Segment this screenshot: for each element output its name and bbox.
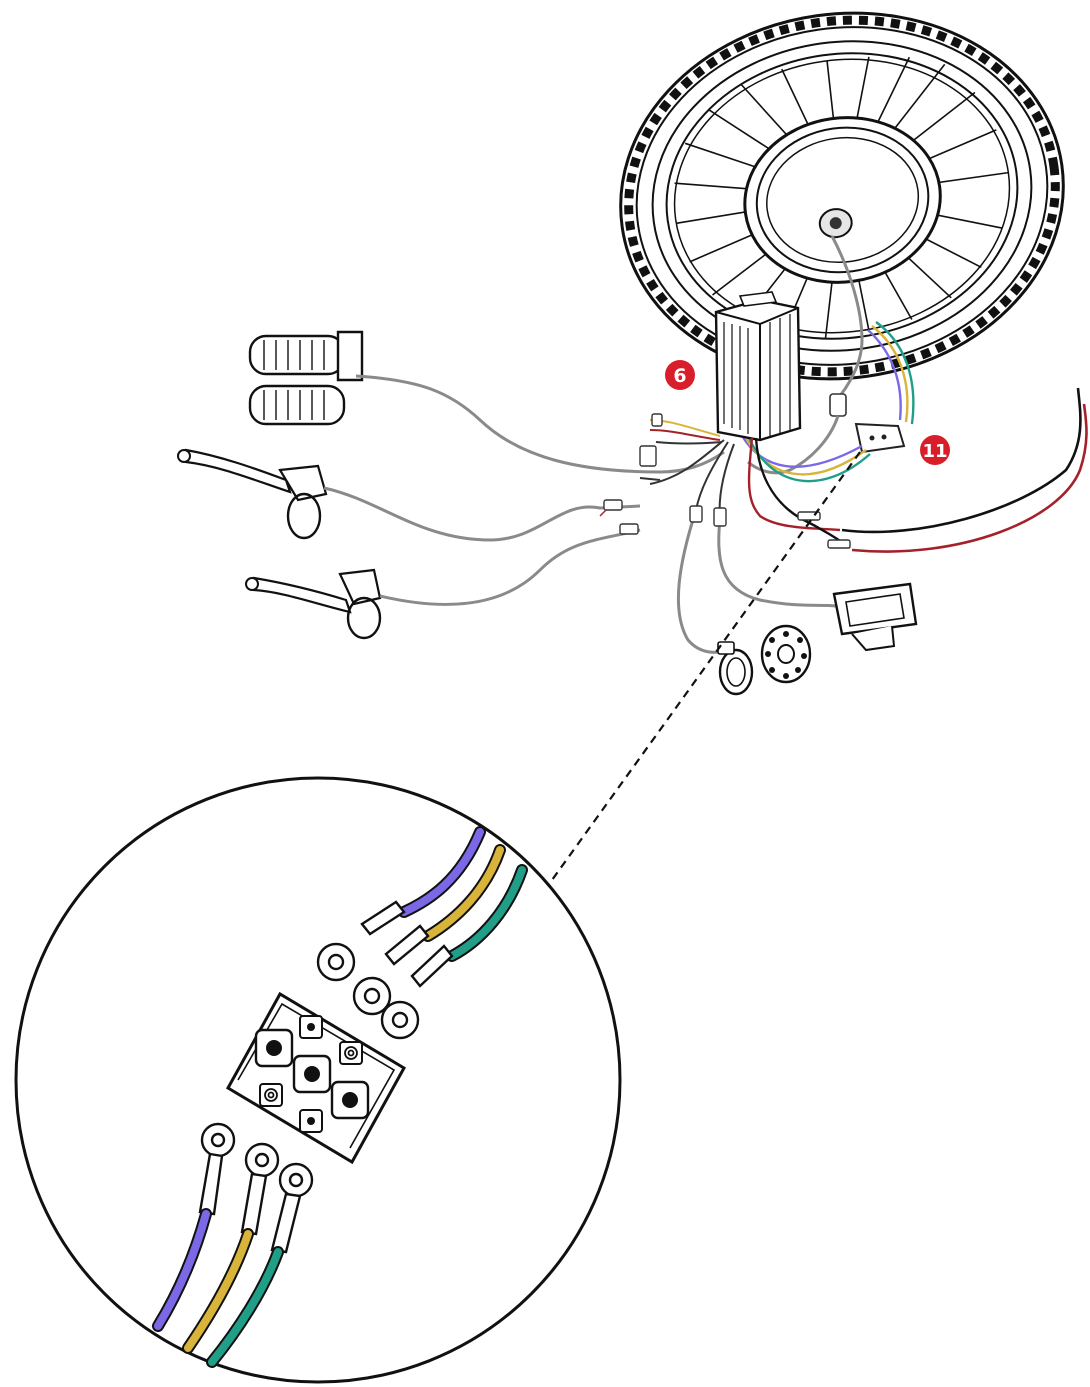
motor-plug-icon [829,393,847,417]
callout-phase-connector-label: 11 [922,441,947,462]
battery-cable-red-icon [747,437,841,532]
brake-lever-left-icon [177,448,328,540]
callout-controller-label: 6 [673,365,686,387]
pas-cable [676,509,729,654]
throttle-cable [355,374,725,474]
hub-motor-wheel-icon [619,11,1065,381]
display-cable [717,517,837,608]
pas-sensor-disc-icon [760,624,812,684]
magnifier-leader-line [551,451,861,881]
lcd-display-icon [832,582,918,652]
throttle-grip-icon [248,330,364,382]
callout-phase-connector: 11 [920,435,950,465]
brake-cable-right [379,528,641,606]
battery-cable-black-icon [841,387,1082,534]
lower-phase-wires [152,1208,284,1368]
magnifier-circle-icon [14,776,622,1384]
callout-controller: 6 [665,360,695,390]
controller-box-icon [714,291,802,442]
lower-ring-terminals [198,1122,314,1254]
harness-plugs [639,413,723,467]
three-phase-connector-icon [854,422,906,454]
brake-cable-left [323,486,641,542]
pas-sensor-ring-icon [717,641,754,696]
handlebar-grip-icon [248,384,346,426]
upper-ring-terminals [316,900,454,1040]
battery-cables [747,387,1088,553]
brake-lever-right-icon [245,568,382,640]
upper-phase-wires [398,826,528,962]
terminal-block-icon [225,991,407,1165]
motor-cable [747,235,915,475]
